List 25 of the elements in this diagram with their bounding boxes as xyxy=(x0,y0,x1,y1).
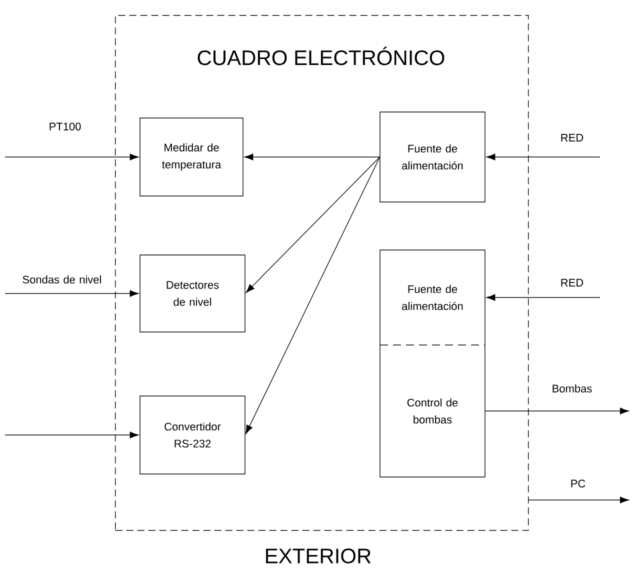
edge-label: Sondas de nivel xyxy=(22,275,101,284)
edge-label: PT100 xyxy=(50,122,81,130)
panel-title: CUADRO ELECTRÓNICO xyxy=(198,46,444,66)
edge-label: PC xyxy=(571,480,586,488)
arrow xyxy=(246,156,380,293)
arrow xyxy=(486,294,600,301)
arrow xyxy=(4,290,139,297)
power-supply-section: Fuente de alimentación xyxy=(380,250,486,346)
outside-label: EXTERIOR xyxy=(266,548,371,564)
arrow xyxy=(528,496,629,504)
pump-control-section: Control de bombas xyxy=(380,344,486,478)
process-box: Detectores de nivel xyxy=(140,254,246,332)
arrow xyxy=(4,432,139,438)
edge-label: RED xyxy=(561,134,584,142)
arrow xyxy=(246,156,380,434)
arrow xyxy=(484,408,629,414)
process-box: Fuente de alimentación xyxy=(380,112,486,202)
process-box: Convertidor RS-232 xyxy=(140,396,246,474)
arrow xyxy=(486,154,600,160)
edge-label: RED xyxy=(561,278,584,286)
arrow xyxy=(244,154,380,160)
edge-label: Bombas xyxy=(552,384,592,392)
process-box: Medidar de temperatura xyxy=(140,118,244,196)
panel-frame xyxy=(115,15,529,531)
arrow xyxy=(4,154,139,160)
